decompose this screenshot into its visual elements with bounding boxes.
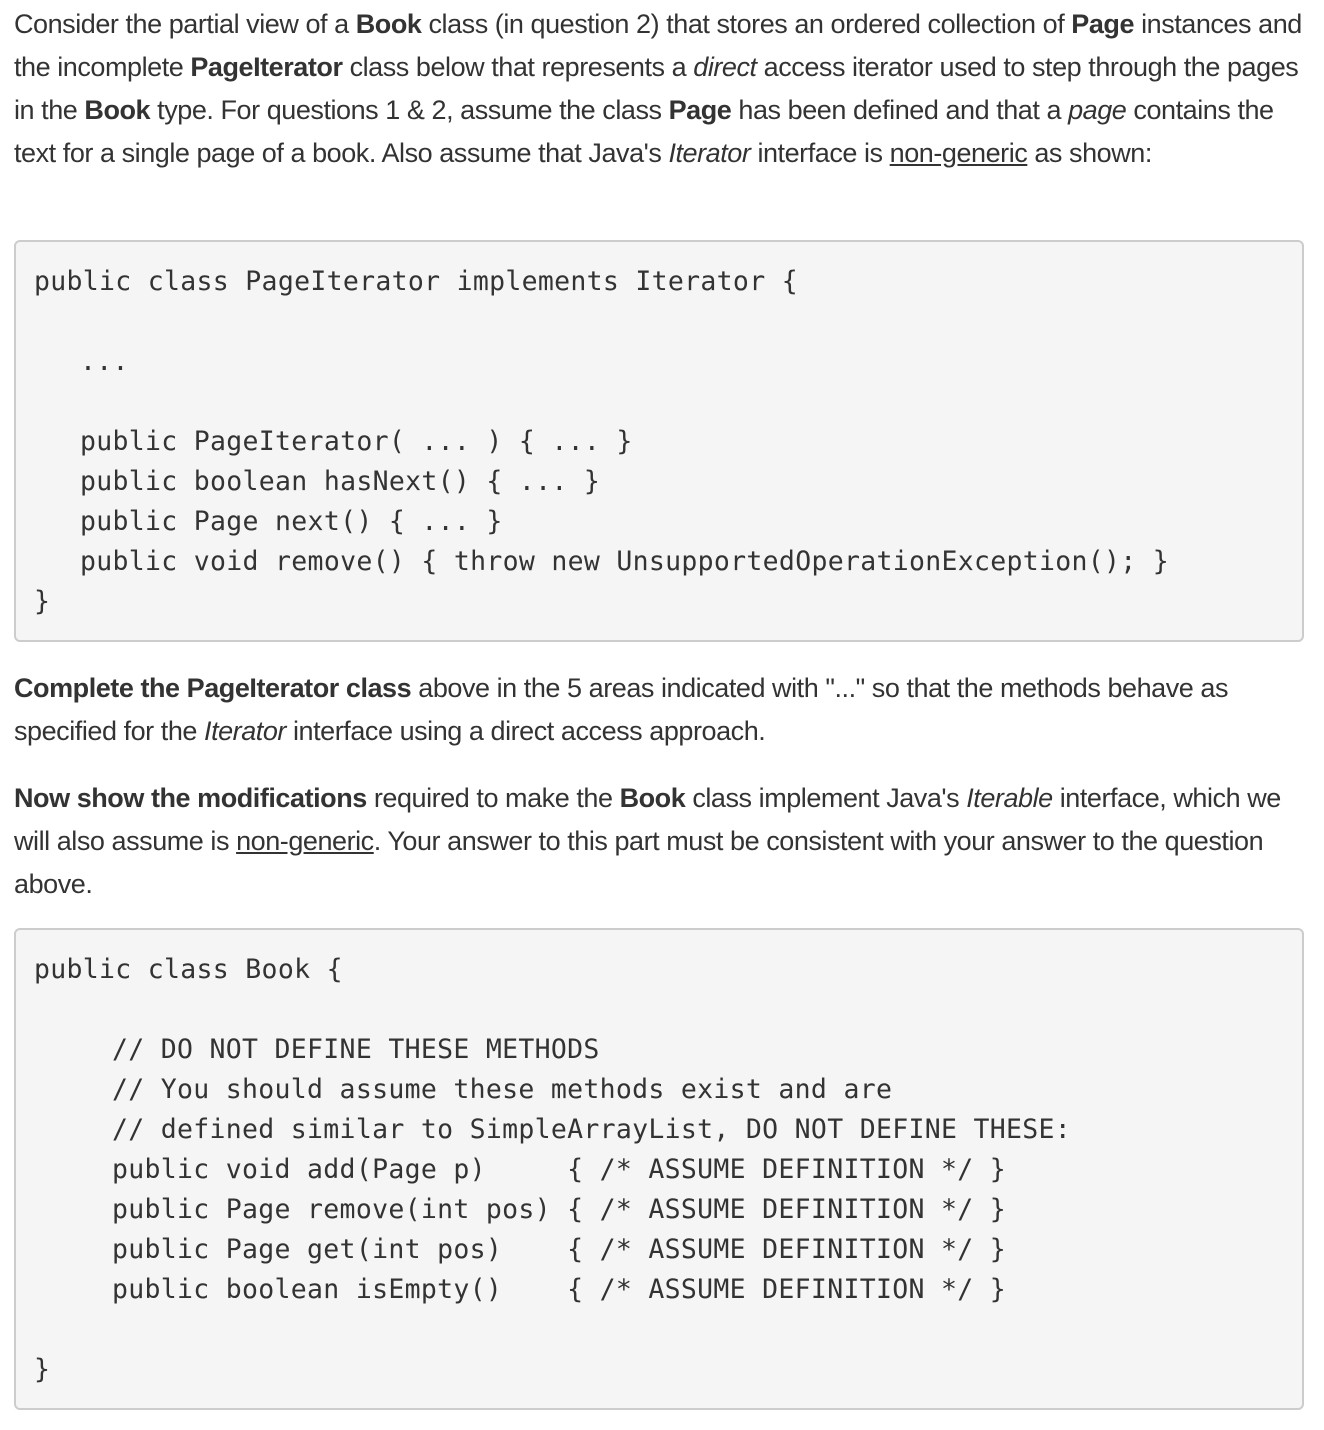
instruction-text: class implement Java's xyxy=(685,783,967,813)
intro-text: class below that represents a xyxy=(342,52,694,82)
intro-bold-book: Book xyxy=(84,95,151,125)
intro-text: access iterator used to step through the… xyxy=(14,52,1299,125)
book-code-block: public class Book { // DO NOT DEFINE THE… xyxy=(14,928,1304,1410)
code-line: public boolean hasNext() { ... } xyxy=(80,466,601,497)
pageiterator-code-block: public class PageIterator implements Ite… xyxy=(14,240,1304,642)
intro-italic-page: page xyxy=(1068,95,1127,125)
instruction-paragraph-2: Now show the modifications required to m… xyxy=(14,777,1314,906)
instruction-text: interface using a direct access approach… xyxy=(285,716,766,746)
intro-bold-book: Book xyxy=(355,9,422,39)
instruction-italic-iterator: Iterator xyxy=(204,716,286,746)
code-line: public boolean isEmpty() { /* ASSUME DEF… xyxy=(112,1274,1006,1305)
intro-italic-iterator: Iterator xyxy=(668,138,751,168)
intro-text: class (in question 2) that stores an ord… xyxy=(421,9,1072,39)
code-line: } xyxy=(34,1354,51,1385)
intro-text: instances and the incomplete xyxy=(14,9,1302,82)
code-line: public void remove() { throw new Unsuppo… xyxy=(80,546,1170,577)
instruction-text: required to make the xyxy=(366,783,620,813)
code-line: public void add(Page p) { /* ASSUME DEFI… xyxy=(112,1154,1006,1185)
code-line: // DO NOT DEFINE THESE METHODS xyxy=(112,1034,600,1065)
intro-underline-non-generic: non-generic xyxy=(889,138,1028,168)
code-line: public class PageIterator implements Ite… xyxy=(34,266,798,297)
code-line: public Page next() { ... } xyxy=(80,506,503,537)
instruction-bold: Now show the modifications xyxy=(14,783,367,813)
instruction-paragraph-1: Complete the PageIterator class above in… xyxy=(14,667,1314,753)
instruction-text: . Your answer to this part must be consi… xyxy=(14,826,1264,899)
instruction-italic-iterable: Iterable xyxy=(966,783,1053,813)
code-line: // defined similar to SimpleArrayList, D… xyxy=(112,1114,1072,1145)
code-line: } xyxy=(34,586,51,617)
intro-paragraph: Consider the partial view of a Book clas… xyxy=(14,3,1314,175)
instruction-bold-book: Book xyxy=(619,783,686,813)
code-line: public Page remove(int pos) { /* ASSUME … xyxy=(112,1194,1006,1225)
instruction-text: above in the 5 areas indicated with "...… xyxy=(14,673,1228,746)
intro-text: contains the text for a single page of a… xyxy=(14,95,1274,168)
intro-italic-direct: direct xyxy=(693,52,757,82)
code-line: ... xyxy=(80,346,129,377)
code-line: // You should assume these methods exist… xyxy=(112,1074,893,1105)
code-line: public class Book { xyxy=(34,954,343,985)
intro-bold-page: Page xyxy=(1071,9,1135,39)
intro-bold-pageiterator: PageIterator xyxy=(190,52,343,82)
intro-text: type. For questions 1 & 2, assume the cl… xyxy=(150,95,669,125)
code-line: public Page get(int pos) { /* ASSUME DEF… xyxy=(112,1234,1006,1265)
intro-text: interface is xyxy=(750,138,890,168)
intro-text: has been defined and that a xyxy=(731,95,1069,125)
intro-text: as shown: xyxy=(1027,138,1152,168)
instruction-underline-non-generic: non-generic xyxy=(236,826,374,856)
instruction-bold: Complete the PageIterator class xyxy=(14,673,412,703)
intro-bold-page: Page xyxy=(668,95,732,125)
code-line: public PageIterator( ... ) { ... } xyxy=(80,426,633,457)
intro-text: Consider the partial view of a xyxy=(14,9,356,39)
instruction-text: interface, which we will also assume is xyxy=(14,783,1281,856)
